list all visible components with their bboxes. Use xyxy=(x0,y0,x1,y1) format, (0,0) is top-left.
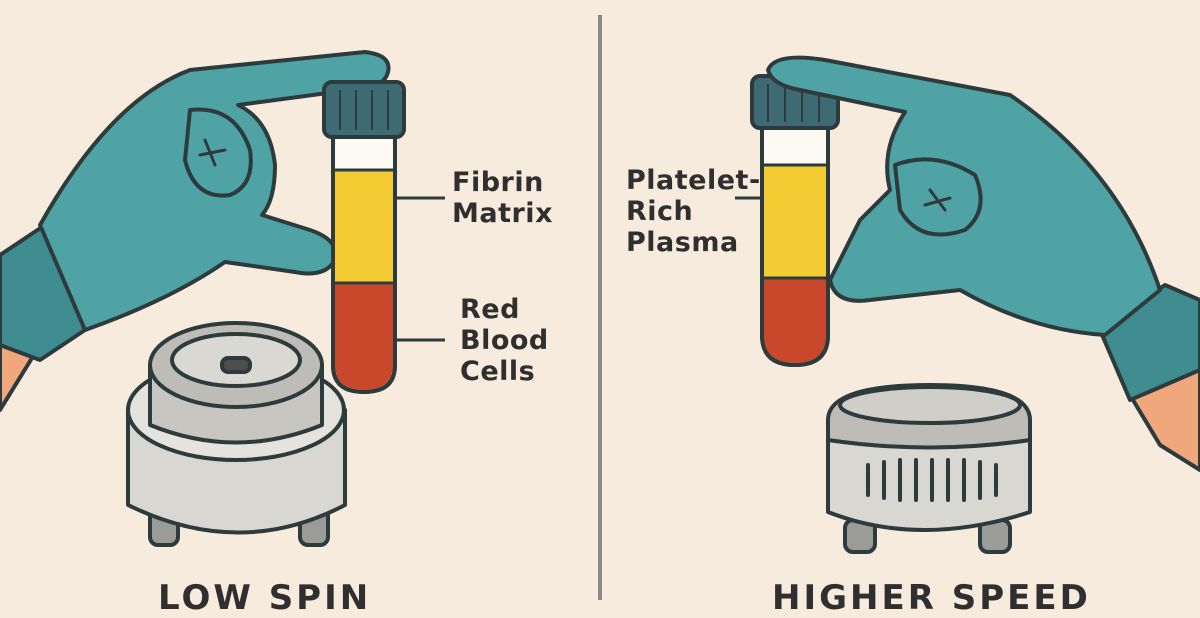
right-panel xyxy=(735,55,1200,554)
higher-speed-centrifuge xyxy=(826,383,1032,554)
left-panel xyxy=(0,50,445,547)
right-prp-layer xyxy=(764,165,826,278)
right-rbc-layer xyxy=(764,278,826,363)
red-blood-cells-label-line-3: Cells xyxy=(460,356,536,387)
platelet-rich-plasma-label: Platelet- Rich Plasma xyxy=(626,165,761,258)
left-tube-cap xyxy=(322,80,406,139)
red-blood-cells-label-line-1: Red xyxy=(460,294,520,325)
left-rbc-layer xyxy=(335,283,393,390)
fibrin-matrix-label-line-2: Matrix xyxy=(452,198,553,229)
red-blood-cells-label-line-2: Blood xyxy=(460,325,549,356)
platelet-rich-plasma-label-line-3: Plasma xyxy=(626,227,739,258)
left-gloved-hand xyxy=(0,50,391,412)
low-spin-centrifuge xyxy=(126,321,347,547)
right-test-tube xyxy=(750,74,840,368)
left-fibrin-layer xyxy=(335,170,393,283)
low-spin-caption: LOW SPIN xyxy=(158,578,372,618)
platelet-rich-plasma-label-line-2: Rich xyxy=(626,196,694,227)
fibrin-matrix-label: Fibrin Matrix xyxy=(452,167,553,229)
higher-speed-caption: HIGHER SPEED xyxy=(772,578,1091,618)
fibrin-matrix-label-line-1: Fibrin xyxy=(452,167,544,198)
platelet-rich-plasma-label-line-1: Platelet- xyxy=(626,165,761,196)
right-gloved-hand xyxy=(766,55,1200,472)
left-test-tube xyxy=(322,80,406,395)
red-blood-cells-label: Red Blood Cells xyxy=(460,294,549,387)
diagram-canvas xyxy=(0,15,1200,600)
